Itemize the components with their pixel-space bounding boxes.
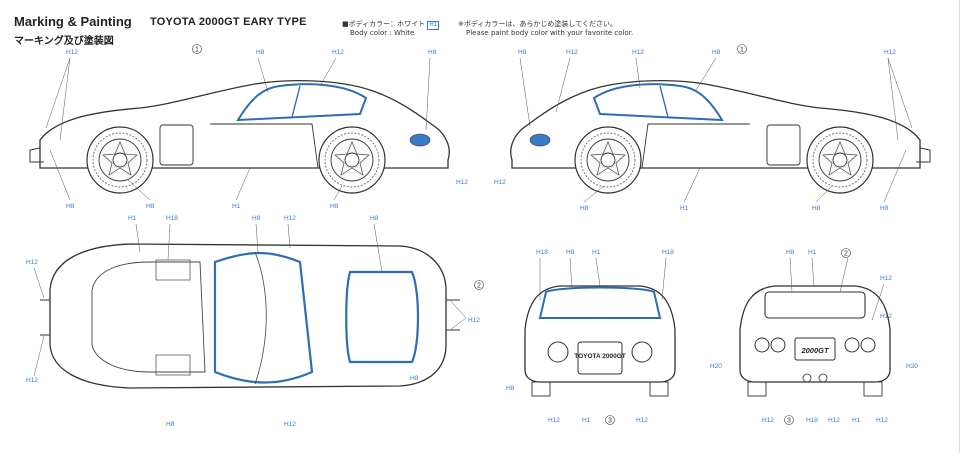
legend-body-color-jp: ■ボディカラー：ホワイト	[342, 20, 426, 28]
callout-h12: H12	[494, 179, 506, 186]
callout-h18: H18	[536, 249, 548, 256]
callout-h1: H1	[852, 417, 861, 424]
side-view-right	[510, 79, 931, 194]
callout-h1: H1	[582, 417, 591, 424]
callout-h12: H12	[876, 417, 888, 424]
callout-h12: H12	[828, 417, 840, 424]
callout-h12: H12	[284, 215, 296, 222]
callout-h8: H8	[880, 205, 889, 212]
legend-body-color-en: Body color : White	[350, 29, 415, 37]
color-callouts: H12 H8 H12 H8 H8 H8 H1 H8 H12 H8 H12 H12…	[26, 49, 918, 428]
part-number-3: 3	[608, 418, 612, 425]
leader-lines	[33, 57, 913, 377]
callout-h1: H1	[592, 249, 601, 256]
page-subtitle-jp: マーキング及び塗装図	[14, 36, 114, 47]
callout-h12: H12	[632, 49, 644, 56]
callout-h8: H8	[256, 49, 265, 56]
callout-h8: H8	[146, 203, 155, 210]
part-number-1: 1	[195, 47, 199, 54]
callout-h12: H12	[26, 259, 38, 266]
legend-body-color-code: H1	[427, 21, 440, 30]
part-number-3: 3	[787, 418, 791, 425]
callout-h8: H8	[506, 385, 515, 392]
part-number-markers: 1 1 2 2 3 3	[192, 44, 851, 425]
callout-h12: H12	[880, 313, 892, 320]
callout-h18: H18	[662, 249, 674, 256]
part-number-1: 1	[740, 47, 744, 54]
callout-h1: H1	[232, 203, 241, 210]
callout-h8: H8	[66, 203, 75, 210]
callout-h18: H18	[166, 215, 178, 222]
callout-h8: H8	[786, 249, 795, 256]
callout-h8: H8	[566, 249, 575, 256]
model-name: TOYOTA 2000GT EARY TYPE	[150, 16, 307, 28]
callout-h8: H8	[580, 205, 589, 212]
front-plate-text: TOYOTA 2000GT	[574, 353, 626, 360]
legend-note-jp: ※ボディカラーは、あらかじめ塗装してください。	[458, 20, 617, 28]
callout-h12: H12	[884, 49, 896, 56]
callout-h8: H8	[428, 49, 437, 56]
callout-h20: H20	[710, 363, 722, 370]
part-number-2: 2	[844, 251, 848, 258]
callout-h8: H8	[410, 375, 419, 382]
front-view: TOYOTA 2000GT	[524, 285, 676, 397]
rear-plate-text: 2000GT	[800, 346, 830, 355]
legend-body-color-jp-row: ■ボディカラー：ホワイト H1	[342, 19, 440, 30]
callout-h12: H12	[456, 179, 468, 186]
callout-h20: H20	[906, 363, 918, 370]
side-view-left	[29, 79, 450, 194]
callout-h12: H12	[548, 417, 560, 424]
callout-h12: H12	[762, 417, 774, 424]
callout-h18: H18	[806, 417, 818, 424]
callout-h12: H12	[636, 417, 648, 424]
legend-note-en: Please paint body color with your favori…	[466, 29, 634, 37]
callout-h12: H12	[880, 275, 892, 282]
callout-h12: H12	[332, 49, 344, 56]
callout-h12: H12	[468, 317, 480, 324]
callout-h12: H12	[66, 49, 78, 56]
callout-h8: H8	[252, 215, 261, 222]
callout-h8: H8	[518, 49, 527, 56]
callout-h8: H8	[712, 49, 721, 56]
callout-h1: H1	[680, 205, 689, 212]
callout-h8: H8	[166, 421, 175, 428]
page-title: Marking & Painting	[14, 14, 132, 29]
callout-h12: H12	[26, 377, 38, 384]
color-legend: ■ボディカラー：ホワイト H1 Body color : White ※ボディカ…	[342, 19, 634, 41]
callout-h8: H8	[330, 203, 339, 210]
callout-h8: H8	[812, 205, 821, 212]
rear-view: 2000GT	[739, 285, 891, 397]
callout-h8: H8	[370, 215, 379, 222]
callout-h1: H1	[128, 215, 137, 222]
top-view	[40, 243, 460, 389]
callout-h1: H1	[808, 249, 817, 256]
part-number-2: 2	[477, 283, 481, 290]
callout-h12: H12	[284, 421, 296, 428]
callout-h12: H12	[566, 49, 578, 56]
